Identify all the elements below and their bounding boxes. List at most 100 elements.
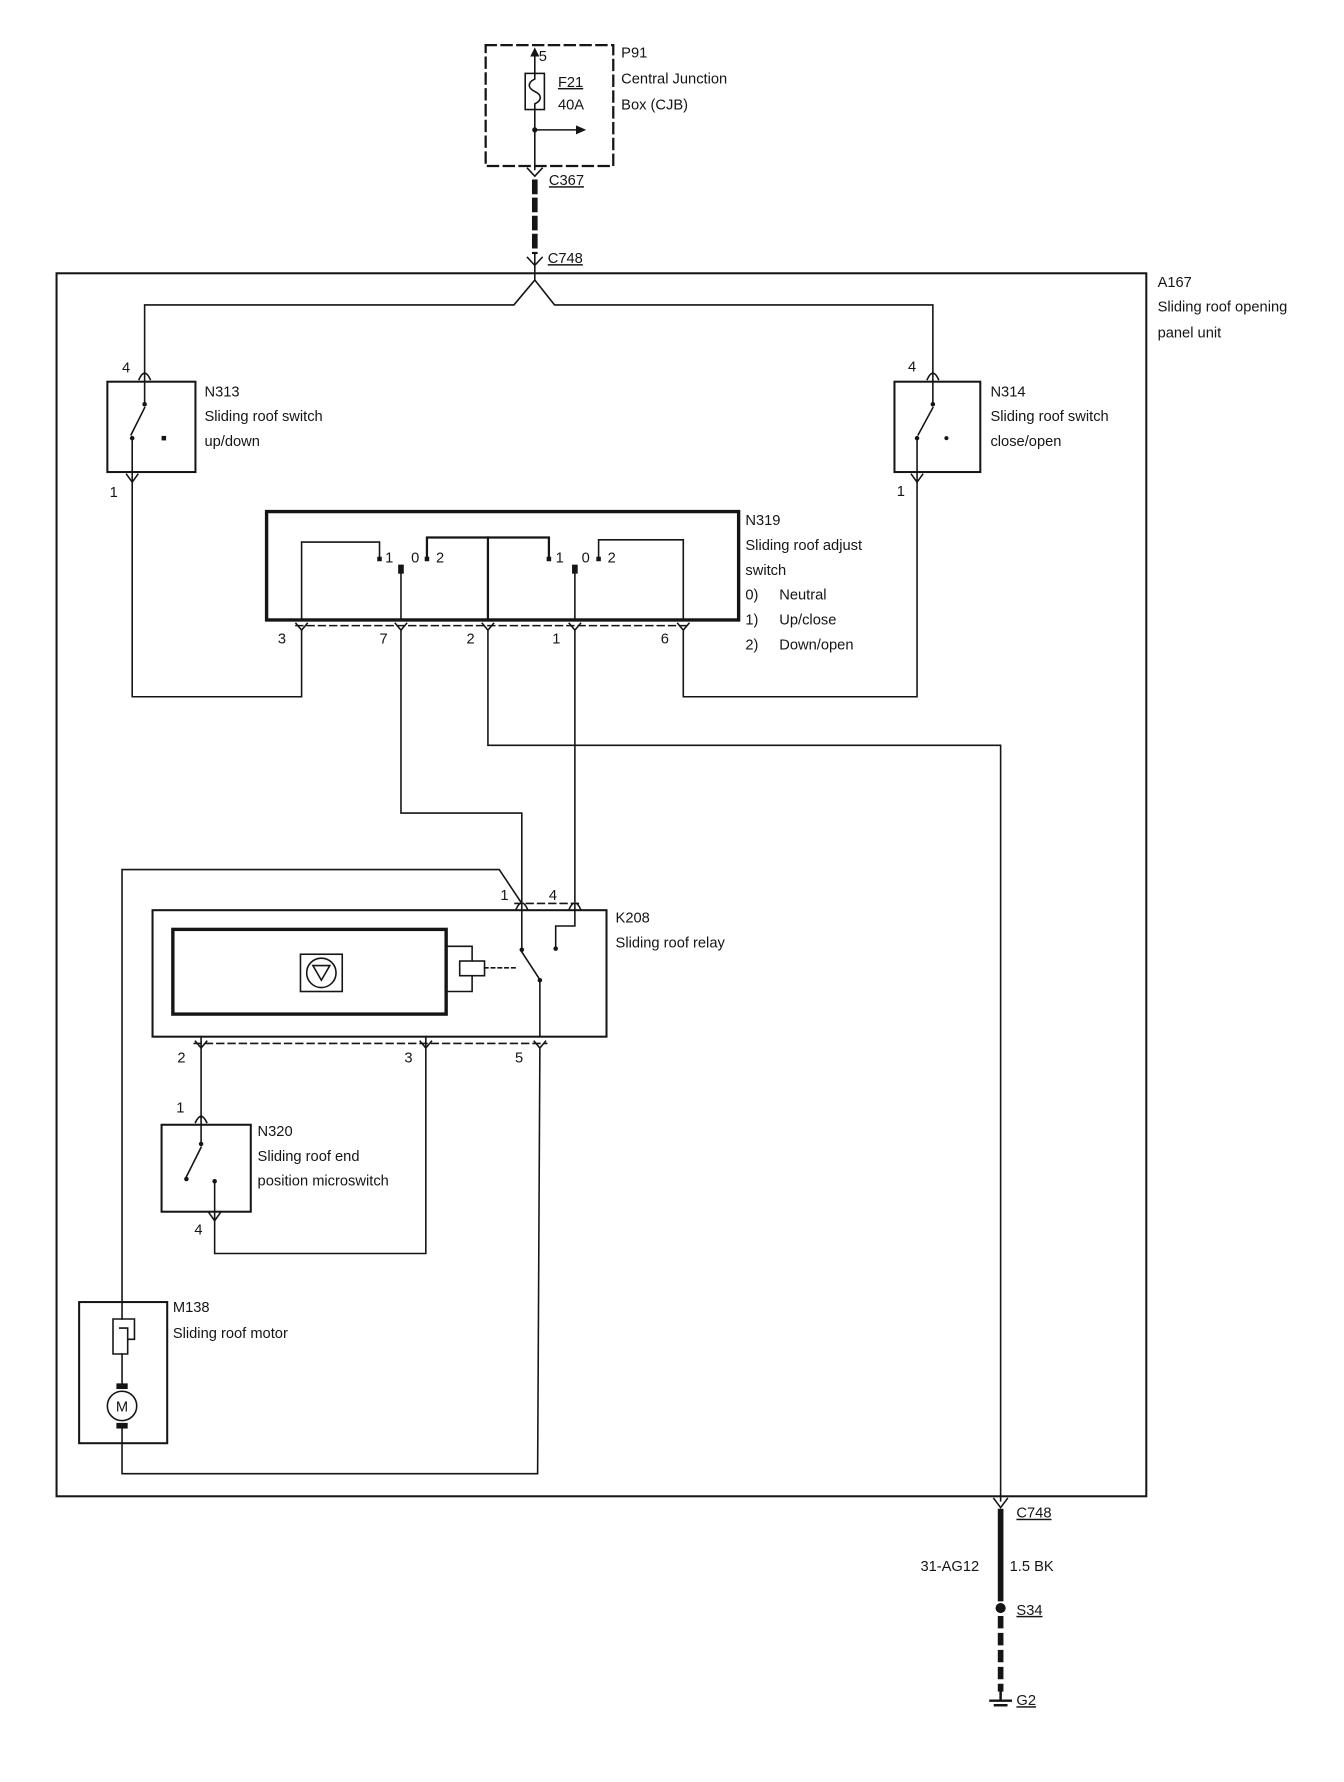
n319-right-arm-pivot	[572, 564, 578, 574]
p91-name-line1: Central Junction	[621, 72, 727, 88]
p91-pin-label: 5	[539, 49, 547, 65]
k208-name: Sliding roof relay	[616, 935, 726, 951]
k208-electronic-symbol-icon	[305, 957, 337, 989]
k208-pin4-internal-wire	[554, 902, 576, 949]
n314-name-line1: Sliding roof switch	[990, 409, 1108, 425]
n319-position-key: 1)	[745, 612, 758, 628]
n319-contact-label: 0	[582, 550, 590, 566]
k208-pin-label: 5	[515, 1051, 523, 1067]
n319-position-label: Up/close	[779, 612, 836, 628]
wire-k208-pin5-to-motor	[121, 1047, 541, 1475]
thermal-protector-icon	[112, 1318, 136, 1355]
n319-body	[264, 509, 741, 622]
wire-n314-pin1-to-n319-pin6	[682, 481, 918, 698]
n320-end-position-microswitch: 1 4 N320 Sliding roof end position micro…	[160, 1100, 389, 1238]
n319-name-line1: Sliding roof adjust	[745, 538, 862, 554]
n320-pivot-dot	[184, 1176, 189, 1182]
p91-dashed-outline	[484, 44, 615, 168]
n319-contact-label: 2	[436, 550, 444, 566]
wire-size-color-label: 1.5 BK	[1010, 1559, 1054, 1575]
n313-pin4-label: 4	[122, 361, 130, 377]
n313-contact-dot	[142, 402, 147, 407]
n320-pin4-label: 4	[194, 1222, 202, 1238]
k208-electronic-symbol-frame	[299, 953, 344, 993]
a167-sliding-roof-panel-unit: A167 Sliding roof opening panel unit	[55, 272, 1288, 1498]
n320-pin4-connector-icon	[207, 1210, 222, 1223]
n313-name-line2: up/down	[204, 434, 259, 450]
n319-contact-label: 2	[608, 550, 616, 566]
n320-switch-blade-icon	[185, 1146, 203, 1178]
continuation-arrow-icon	[576, 125, 587, 135]
motor-brush-bottom	[116, 1422, 128, 1429]
feed-harness: C367 C748	[526, 167, 584, 281]
fuse-f21-rating: 40A	[558, 98, 584, 114]
wire-n319-pin2-to-ground	[487, 629, 1002, 1502]
n319-pin-label: 7	[380, 632, 388, 648]
n319-contact-label: 1	[556, 550, 564, 566]
k208-electronic-symbol-mark	[311, 964, 332, 982]
wire-k208-pin3-to-n320-pin4	[213, 1047, 427, 1255]
m138-id: M138	[173, 1300, 210, 1316]
n313-name-line1: Sliding roof switch	[204, 409, 322, 425]
n319-contact-dot	[596, 556, 601, 562]
a167-name-line2: panel unit	[1158, 326, 1222, 342]
ground-path: C748 31-AG12 1.5 BK S34 G2	[920, 1497, 1054, 1709]
connector-c748-top-label: C748	[548, 251, 583, 267]
k208-contact-dot	[519, 947, 525, 952]
n319-position-label: Neutral	[779, 588, 826, 604]
n320-name-line2: position microswitch	[258, 1174, 389, 1190]
n320-pin1-label: 1	[176, 1100, 184, 1116]
n319-pin-label: 2	[466, 632, 474, 648]
n319-name-line2: switch	[745, 563, 786, 579]
fuse-f21-id: F21	[558, 75, 583, 91]
n313-actuator-marker	[161, 435, 167, 441]
n319-position-key: 2)	[745, 637, 758, 653]
n314-actuator-marker	[944, 436, 949, 441]
a167-name-line1: Sliding roof opening	[1158, 300, 1288, 316]
splice-s34-icon	[995, 1603, 1006, 1614]
motor-brush-top	[116, 1383, 128, 1390]
n313-pin4-connector-icon	[137, 371, 152, 383]
n314-body	[893, 380, 982, 474]
n319-position-key: 0)	[745, 588, 758, 604]
n320-id: N320	[258, 1124, 293, 1140]
n320-contact-dot	[198, 1141, 204, 1147]
wire-circuit-label: 31-AG12	[920, 1559, 979, 1575]
n314-switch-close-open: 4 1 N314 Sliding roof switch close/open	[893, 360, 1109, 500]
wire-k208-pin1-to-motor	[121, 868, 523, 1303]
n319-pin-label: 6	[661, 632, 669, 648]
k208-pin-label: 3	[404, 1051, 412, 1067]
ground-icon	[989, 1688, 1013, 1707]
n319-contact-label: 0	[411, 550, 419, 566]
k208-coil-icon	[458, 960, 486, 977]
n314-contact-dot	[930, 402, 936, 407]
k208-switch-blade-icon	[520, 950, 540, 980]
n319-right-contact2-wire	[597, 539, 685, 621]
p91-pin5-terminal-icon	[530, 47, 540, 57]
k208-control-module	[171, 927, 448, 1016]
n319-id: N319	[745, 513, 780, 529]
motor-icon	[106, 1390, 138, 1422]
n319-adjust-switch: 1 0 2 1 0 2 3 7 2 1 6 N319 Sliding roof …	[264, 509, 862, 653]
n314-pin4-label: 4	[908, 360, 916, 376]
m138-name: Sliding roof motor	[173, 1326, 288, 1342]
p91-name-line2: Box (CJB)	[621, 98, 688, 114]
k208-outer-body	[151, 909, 608, 1038]
n314-pin1-label: 1	[897, 484, 905, 500]
n314-id: N314	[990, 384, 1025, 400]
n320-name-line1: Sliding roof end	[258, 1149, 360, 1165]
k208-contact-dot	[553, 946, 558, 951]
k208-pin-label: 4	[549, 888, 557, 904]
n319-contact-dot	[424, 556, 430, 562]
n314-name-line2: close/open	[990, 434, 1061, 450]
n314-pin4-connector-icon	[926, 371, 940, 383]
p91-id: P91	[621, 46, 647, 62]
p91-central-junction-box: 5 F21 40A P91 Central Junction Box (CJB)	[484, 44, 727, 171]
connector-c748-bottom-icon	[992, 1497, 1009, 1509]
wire-feed-branch-to-switches	[143, 278, 934, 374]
connector-c748-bottom-label: C748	[1016, 1506, 1051, 1522]
n319-left-arm-pivot	[398, 564, 404, 574]
connector-c367-icon	[526, 167, 544, 178]
m138-sliding-roof-motor: M M138 Sliding roof motor	[78, 1300, 288, 1445]
